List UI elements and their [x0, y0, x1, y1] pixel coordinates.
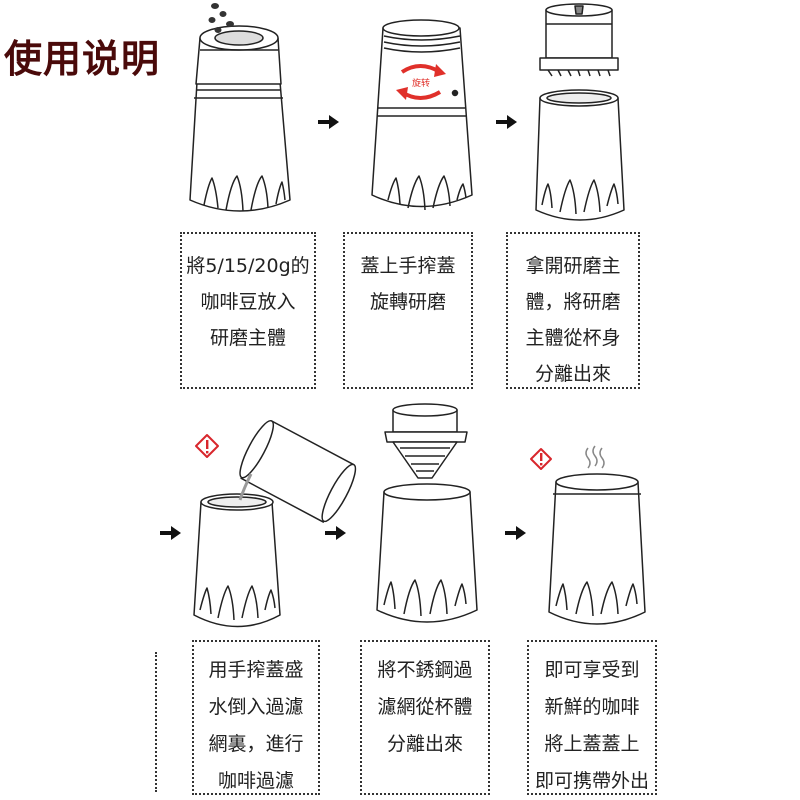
arrow-right-icon — [505, 526, 526, 540]
step2-illustration: 旋转 — [371, 19, 473, 211]
warning-icon — [195, 434, 219, 458]
step4-illustration — [193, 419, 357, 628]
steam-icon — [585, 445, 605, 469]
step1-caption: 將5/15/20g的 咖啡豆放入 研磨主體 — [180, 232, 316, 389]
rotate-label: 旋转 — [412, 77, 430, 89]
caption-line: 即可携帶外出 — [534, 770, 649, 792]
caption-line: 將不銹鋼過 — [377, 659, 473, 681]
step6-caption: 即可享受到 新鮮的咖啡 將上蓋蓋上 即可携帶外出 — [527, 640, 657, 795]
arrow-right-icon — [318, 115, 339, 129]
step3-caption: 拿開研磨主 體，將研磨 主體從杯身 分離出來 — [506, 232, 640, 389]
caption-line: 濾網從杯體 — [377, 696, 473, 718]
step5-caption: 將不銹鋼過 濾網從杯體 分離出來 — [360, 640, 490, 795]
caption-line: 水倒入過濾 — [208, 696, 304, 718]
caption-line: 即可享受到 — [544, 659, 640, 681]
step2-caption: 蓋上手搾蓋 旋轉研磨 — [343, 232, 473, 389]
caption-line: 分離出來 — [386, 733, 463, 755]
caption-line: 用手搾蓋盛 — [208, 659, 304, 681]
divider — [155, 652, 157, 792]
caption-line: 體，將研磨 — [525, 291, 621, 313]
arrow-right-icon — [496, 115, 517, 129]
caption-line: 咖啡過濾 — [217, 770, 294, 792]
caption-line: 將5/15/20g的 — [186, 255, 310, 277]
caption-line: 分離出來 — [534, 363, 611, 385]
caption-line: 網裏，進行 — [208, 733, 304, 755]
page-title: 使用说明 — [4, 37, 161, 81]
step5-illustration — [376, 403, 478, 623]
arrow-right-icon — [325, 526, 346, 540]
caption-line: 咖啡豆放入 — [200, 291, 296, 313]
caption-line: 將上蓋蓋上 — [544, 733, 640, 755]
step4-caption: 用手搾蓋盛 水倒入過濾 網裏，進行 咖啡過濾 — [192, 640, 320, 795]
caption-line: 旋轉研磨 — [369, 291, 446, 313]
caption-line: 新鮮的咖啡 — [544, 696, 640, 718]
step1-illustration — [189, 3, 291, 212]
caption-line: 蓋上手搾蓋 — [360, 255, 456, 277]
caption-line: 拿開研磨主 — [525, 255, 621, 277]
step3-illustration — [535, 3, 625, 221]
caption-line: 主體從杯身 — [525, 327, 621, 349]
warning-icon — [530, 448, 552, 470]
step6-illustration — [530, 445, 646, 625]
caption-line: 研磨主體 — [209, 327, 286, 349]
arrow-right-icon — [160, 526, 181, 540]
